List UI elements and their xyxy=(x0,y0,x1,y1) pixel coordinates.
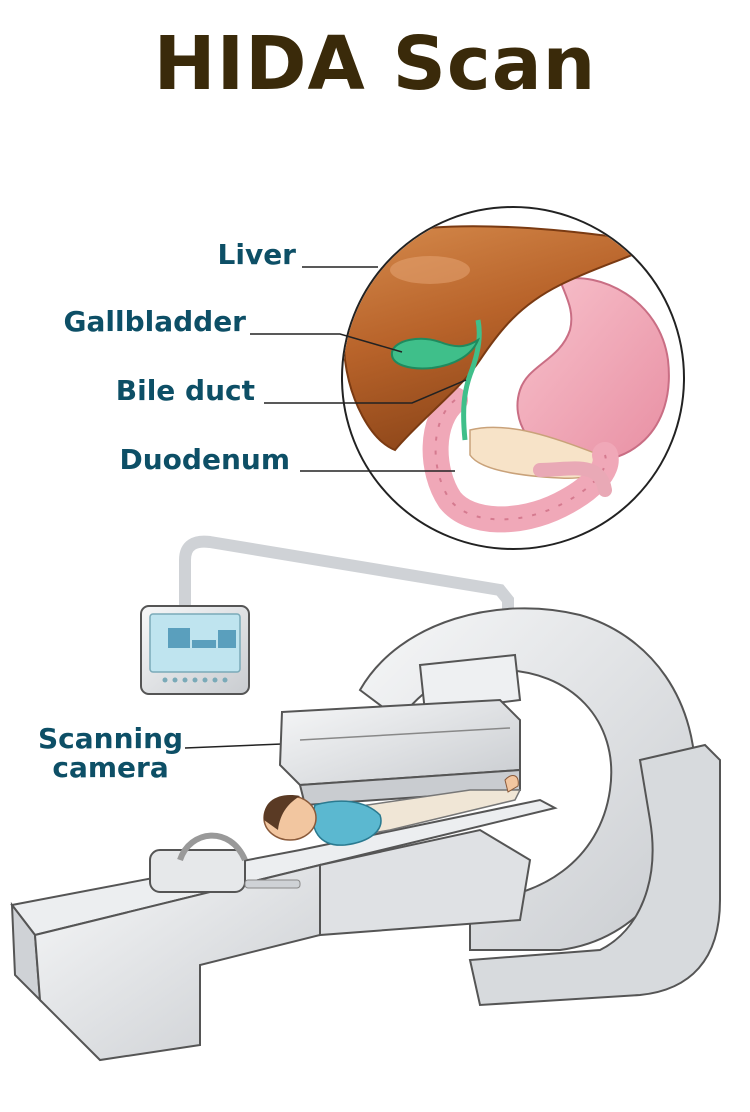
gantry-ring xyxy=(358,607,697,951)
gallbladder-leader xyxy=(250,333,403,353)
leader-lines xyxy=(184,266,467,749)
scanner-machine xyxy=(10,535,721,1062)
label-gallbladder: Gallbladder xyxy=(63,305,247,338)
patient-hair xyxy=(263,795,300,830)
monitor xyxy=(140,605,250,695)
bile-duct-leader xyxy=(264,379,467,404)
head-rest xyxy=(149,849,246,893)
label-liver: Liver xyxy=(217,238,297,271)
label-bile-duct: Bile duct xyxy=(115,374,255,407)
camera-leader xyxy=(184,743,283,749)
label-duodenum: Duodenum xyxy=(119,443,291,476)
patient-feet xyxy=(504,774,519,793)
patient-gown xyxy=(312,800,382,846)
diagram-title: HIDA Scan xyxy=(153,21,597,107)
label-scanning-camera-line1: Scanning xyxy=(38,722,184,755)
gantry-base xyxy=(468,743,721,1007)
patient xyxy=(263,774,522,846)
patient-table xyxy=(10,798,558,1062)
duodenum xyxy=(422,387,619,533)
monitor-arm xyxy=(179,535,514,621)
label-scanning-camera: Scanning camera xyxy=(38,724,183,783)
anatomy-inset xyxy=(341,206,685,550)
gallbladder xyxy=(390,337,481,370)
label-scanning-camera-line2: camera xyxy=(52,751,169,785)
